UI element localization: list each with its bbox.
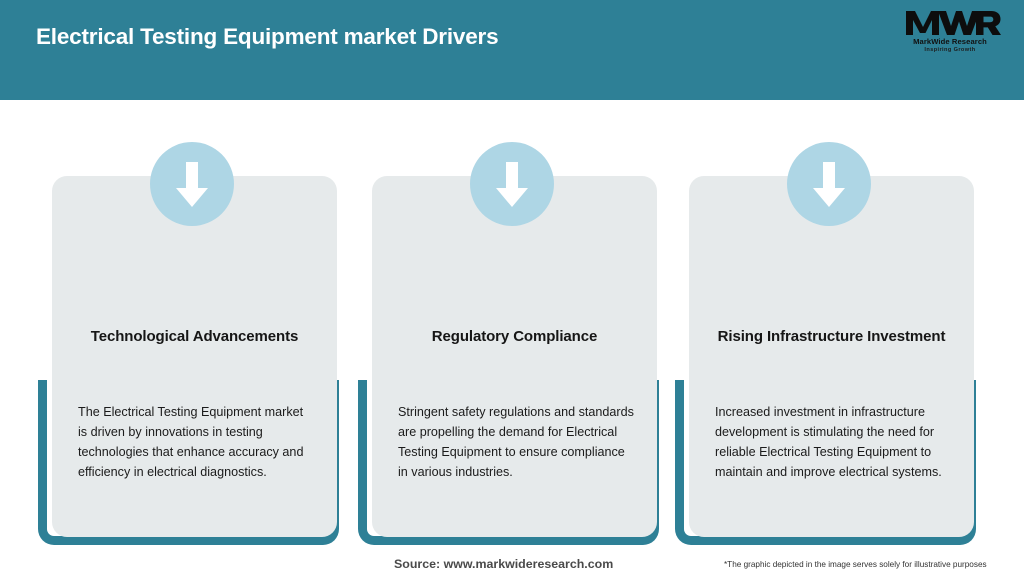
card-body-text: The Electrical Testing Equipment market … (78, 405, 304, 479)
card-heading: Regulatory Compliance (431, 328, 598, 345)
logo-tagline: Inspiring Growth (924, 47, 976, 53)
driver-card-3: Rising Infrastructure Investment Increas… (673, 100, 985, 545)
card-heading: Rising Infrastructure Investment (717, 328, 946, 345)
logo-company-name: MarkWide Research (913, 37, 987, 46)
mwr-logo-icon (898, 8, 1002, 38)
down-arrow-icon (470, 142, 554, 226)
driver-card-1: Technological Advancements The Electrica… (36, 100, 348, 545)
card-panel: Technological Advancements The Electrica… (52, 176, 337, 537)
drivers-card-group: Technological Advancements The Electrica… (0, 100, 1024, 545)
card-panel: Regulatory Compliance Stringent safety r… (372, 176, 657, 537)
card-body-text: Stringent safety regulations and standar… (398, 405, 634, 479)
footer-source: Source: www.markwideresearch.com (394, 557, 614, 571)
down-arrow-icon (150, 142, 234, 226)
down-arrow-icon (787, 142, 871, 226)
card-heading: Technological Advancements (90, 328, 299, 345)
footer-disclaimer: *The graphic depicted in the image serve… (724, 560, 987, 569)
brand-logo: MarkWide Research Inspiring Growth (898, 8, 1002, 58)
card-panel: Rising Infrastructure Investment Increas… (689, 176, 974, 537)
driver-card-2: Regulatory Compliance Stringent safety r… (356, 100, 668, 545)
card-body-text: Increased investment in infrastructure d… (715, 405, 942, 479)
page-title: Electrical Testing Equipment market Driv… (36, 24, 499, 49)
page-header: Electrical Testing Equipment market Driv… (0, 0, 1024, 100)
